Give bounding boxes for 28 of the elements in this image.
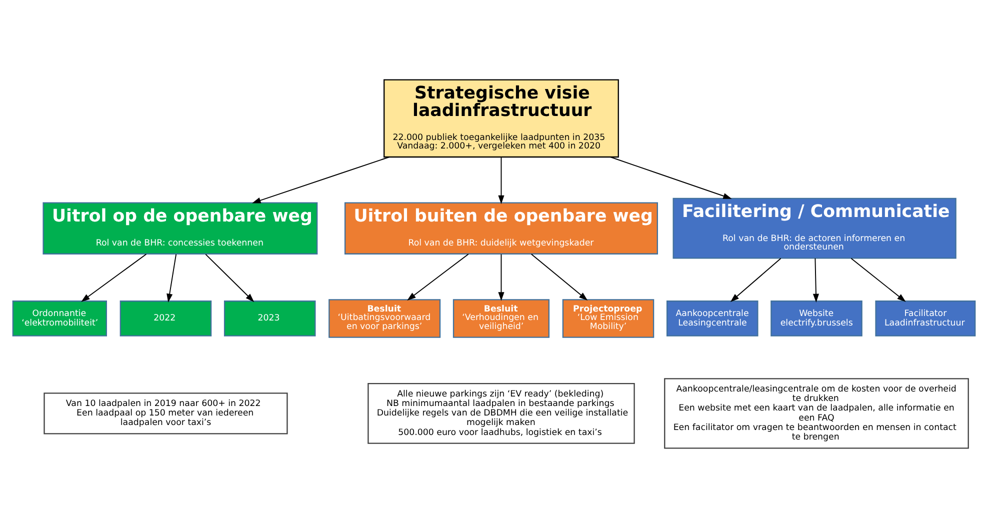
arrow	[205, 253, 254, 302]
node-box: Strategische visie laadinfrastructuur 22.000 publiek toegankelijke laadpunten in 2035 Vandaag: 2.000+, vergeleken met 400 in 2020	[384, 78, 619, 158]
node-box: Alle nieuwe parkings zijn ‘EV ready’ (bekleding) NB minimumaantal laadpalen in bestaande parkings Duidelijke regels van de DBDMH die een veilige installatie mogelijk maken 500.000 euro voor laadhubs, logistiek en taxi’s	[368, 382, 635, 444]
node-box: Aankoopcentrale/leasingcentrale om de kosten voor de overheid te drukken Een website met een kaart van de laadpalen, alle informatie en een FAQ Een facilitator om vragen te beantwoorden en mensen in contact te brengen	[664, 378, 969, 448]
arrow	[252, 156, 390, 203]
node-box: Aankoopcentrale Leasingcentrale	[666, 300, 758, 336]
node-box: Projectoproep ‘Low Emission Mobility’	[562, 298, 654, 338]
node-box: Facilitering / Communicatie Rol van de BHR: de actoren informeren en ondersteunen	[672, 197, 956, 258]
arrow	[850, 257, 906, 302]
arrow	[730, 257, 782, 302]
node-box: Facilitator Laadinfrastructuur	[875, 300, 976, 336]
node-box: Ordonnantie ‘elektromobiliteit’	[12, 300, 107, 336]
arrow	[610, 156, 732, 198]
node-box: Besluit ‘Verhoudingen en veiligheid’	[452, 298, 550, 338]
arrow	[166, 253, 177, 302]
node-box: Uitrol buiten de openbare weg Rol van de BHR: duidelijk wetgevingskader	[344, 202, 658, 254]
arrow	[530, 253, 588, 300]
arrow	[498, 253, 504, 300]
arrow	[81, 253, 147, 302]
node-box: Website electrify.brussels	[770, 300, 862, 336]
node-box: Uitrol op de openbare weg Rol van de BHR: concessies toekennen	[42, 202, 318, 254]
node-box: 2022	[120, 300, 212, 336]
node-box: Besluit ‘Uitbatingsvoorwaard en voor parkings’	[328, 298, 441, 338]
arrow	[498, 156, 504, 204]
arrow	[407, 253, 469, 300]
node-box: Van 10 laadpalen in 2019 naar 600+ in 2022 Een laadpaal op 150 meter van iedereen laadpalen voor taxi’s	[44, 392, 288, 434]
arrow	[812, 257, 820, 302]
node-box: 2023	[224, 300, 316, 336]
